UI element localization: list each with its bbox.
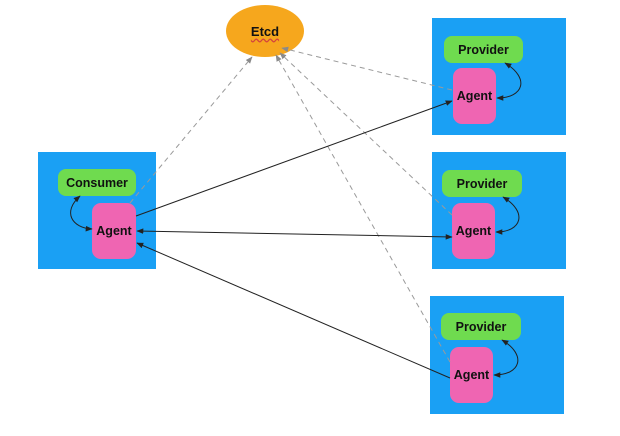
consumer-label: Consumer: [66, 175, 128, 190]
provider1-etcd-link: [281, 46, 453, 91]
provider-agent-box-1: Agent: [453, 68, 496, 124]
consumer-service-agent-link: [70, 195, 93, 232]
provider-label-3: Provider: [455, 319, 507, 334]
consumer-agent-label: Agent: [96, 224, 132, 238]
provider-agent-label-2: Agent: [455, 224, 492, 238]
provider-agent-box-3: Agent: [450, 347, 493, 403]
provider-label-2: Provider: [456, 176, 508, 191]
consumer-box: Consumer: [58, 169, 136, 196]
consumer-etcd-link: [129, 56, 253, 204]
provider-agent-label-3: Agent: [453, 368, 490, 382]
provider-agent-box-2: Agent: [452, 203, 495, 259]
provider-box-1: Provider: [444, 36, 523, 63]
consumer-provider3-link: [136, 242, 451, 379]
provider3-service-agent-link: [493, 339, 519, 378]
etcd-node: Etcd: [226, 5, 304, 57]
provider-box-2: Provider: [442, 170, 522, 197]
provider3-etcd-link: [275, 54, 451, 363]
provider2-service-agent-link: [495, 196, 520, 235]
etcd-label: Etcd: [250, 23, 280, 39]
provider-label-1: Provider: [458, 42, 509, 57]
provider2-etcd-link: [279, 52, 453, 216]
provider1-service-agent-link: [496, 62, 522, 101]
consumer-provider1-link: [135, 100, 453, 217]
consumer-provider2-link: [136, 228, 453, 240]
provider-box-3: Provider: [441, 313, 521, 340]
consumer-agent-box: Agent: [92, 203, 136, 259]
provider-agent-label-1: Agent: [456, 89, 493, 103]
